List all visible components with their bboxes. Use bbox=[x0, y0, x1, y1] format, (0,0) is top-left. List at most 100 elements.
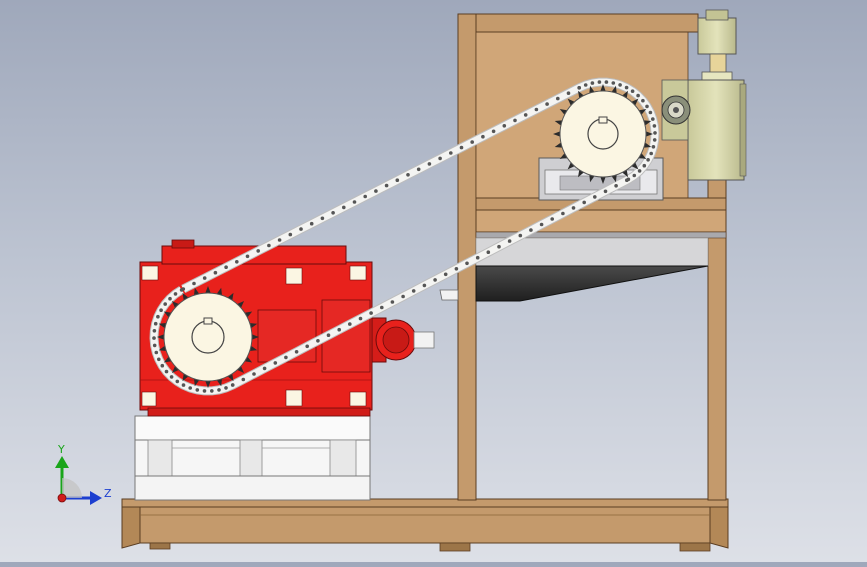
chain-link bbox=[163, 302, 167, 306]
chain-link bbox=[593, 195, 597, 199]
hopper bbox=[475, 265, 709, 302]
chain-link bbox=[491, 129, 496, 134]
chain-link bbox=[566, 91, 571, 95]
chain-link bbox=[188, 386, 192, 390]
chain-link bbox=[597, 80, 602, 84]
chain-link bbox=[235, 260, 239, 264]
chain-link bbox=[652, 124, 657, 128]
chain-link bbox=[374, 189, 378, 193]
chain-link bbox=[294, 350, 299, 354]
chain-link bbox=[192, 281, 196, 286]
chain-link bbox=[160, 363, 165, 368]
chain-link bbox=[604, 80, 609, 84]
chain-link bbox=[157, 357, 161, 362]
driven-sprocket-tooth bbox=[553, 130, 562, 138]
chain-link bbox=[470, 140, 475, 144]
chain-link bbox=[422, 283, 427, 288]
chain-link bbox=[159, 308, 163, 313]
chain-link bbox=[556, 96, 560, 101]
chain-link bbox=[299, 227, 303, 231]
chain-link bbox=[625, 178, 629, 182]
chain-link bbox=[539, 222, 544, 227]
chain-link bbox=[169, 375, 174, 379]
chain-link bbox=[210, 389, 214, 393]
drive-sprocket-tooth bbox=[204, 379, 212, 388]
chain-link bbox=[642, 163, 647, 168]
chain-link bbox=[648, 110, 653, 115]
chain-link bbox=[156, 314, 160, 319]
axis-y-label: Y bbox=[57, 443, 65, 456]
chain-link bbox=[213, 270, 218, 275]
axis-triad-icon: Y Z bbox=[55, 443, 112, 505]
chain-link bbox=[624, 85, 629, 90]
chain-link bbox=[326, 333, 331, 338]
chain-link bbox=[618, 83, 622, 87]
chain-link bbox=[433, 278, 437, 282]
chain-link bbox=[611, 81, 616, 85]
chain-link bbox=[583, 83, 588, 87]
chain-link bbox=[195, 388, 200, 392]
chain-link bbox=[406, 173, 410, 177]
chain-link bbox=[507, 239, 512, 243]
electric-motor bbox=[661, 9, 747, 181]
driven-sprocket-tooth bbox=[567, 161, 576, 170]
chain-link bbox=[582, 200, 586, 205]
chain-link bbox=[401, 294, 405, 299]
chain-link bbox=[395, 178, 400, 182]
chain-link bbox=[486, 250, 491, 254]
chain-link bbox=[571, 206, 576, 210]
chain-link bbox=[175, 379, 180, 384]
roller-chain bbox=[149, 77, 660, 396]
chain-link bbox=[390, 300, 395, 304]
chain-link bbox=[164, 369, 169, 374]
drive-sprocket-tooth bbox=[204, 286, 212, 295]
chain-link bbox=[590, 81, 595, 85]
chain-link bbox=[550, 217, 554, 221]
chain-link bbox=[561, 211, 565, 216]
chain-link bbox=[649, 151, 653, 156]
chain-link bbox=[384, 183, 389, 188]
drive-sprocket bbox=[157, 286, 259, 388]
chain-link bbox=[277, 238, 282, 242]
driven-sprocket-tooth bbox=[599, 175, 607, 184]
chain-link bbox=[523, 113, 528, 117]
chain-link bbox=[416, 167, 421, 172]
drive-sprocket-tooth bbox=[250, 333, 259, 341]
chain-link bbox=[363, 194, 368, 199]
drive-sprocket-tooth bbox=[171, 300, 180, 309]
chain-link bbox=[288, 232, 293, 237]
chain-link bbox=[653, 131, 657, 135]
axis-z-label: Z bbox=[104, 487, 112, 500]
chain-link bbox=[545, 102, 549, 106]
chain-link bbox=[651, 145, 656, 149]
chain-link bbox=[380, 305, 384, 310]
chain-link bbox=[331, 211, 335, 215]
driven-sprocket bbox=[553, 84, 653, 184]
chain-link bbox=[513, 118, 517, 123]
chain-link bbox=[637, 169, 642, 173]
chain-link bbox=[438, 156, 442, 161]
chain-link bbox=[217, 388, 221, 392]
chain-link bbox=[273, 361, 278, 365]
hopper-bracket bbox=[439, 289, 459, 301]
driven-sprocket-tooth bbox=[567, 98, 576, 107]
drive-sprocket-tooth bbox=[236, 300, 245, 309]
chain-link bbox=[443, 272, 448, 277]
chain-link bbox=[427, 162, 432, 166]
chain-link bbox=[411, 289, 416, 293]
chain-link bbox=[305, 344, 310, 349]
chain-link bbox=[152, 329, 157, 333]
chain-link bbox=[603, 189, 608, 194]
chain-link bbox=[529, 228, 533, 232]
chain-link bbox=[337, 327, 342, 332]
chain-link bbox=[320, 216, 325, 221]
chain-link bbox=[202, 276, 207, 280]
chain-link bbox=[369, 311, 373, 315]
chain-link bbox=[459, 145, 464, 150]
chain-link bbox=[652, 138, 657, 142]
chain-link bbox=[181, 383, 186, 387]
chain-link bbox=[230, 383, 235, 387]
chain-link bbox=[577, 86, 581, 90]
